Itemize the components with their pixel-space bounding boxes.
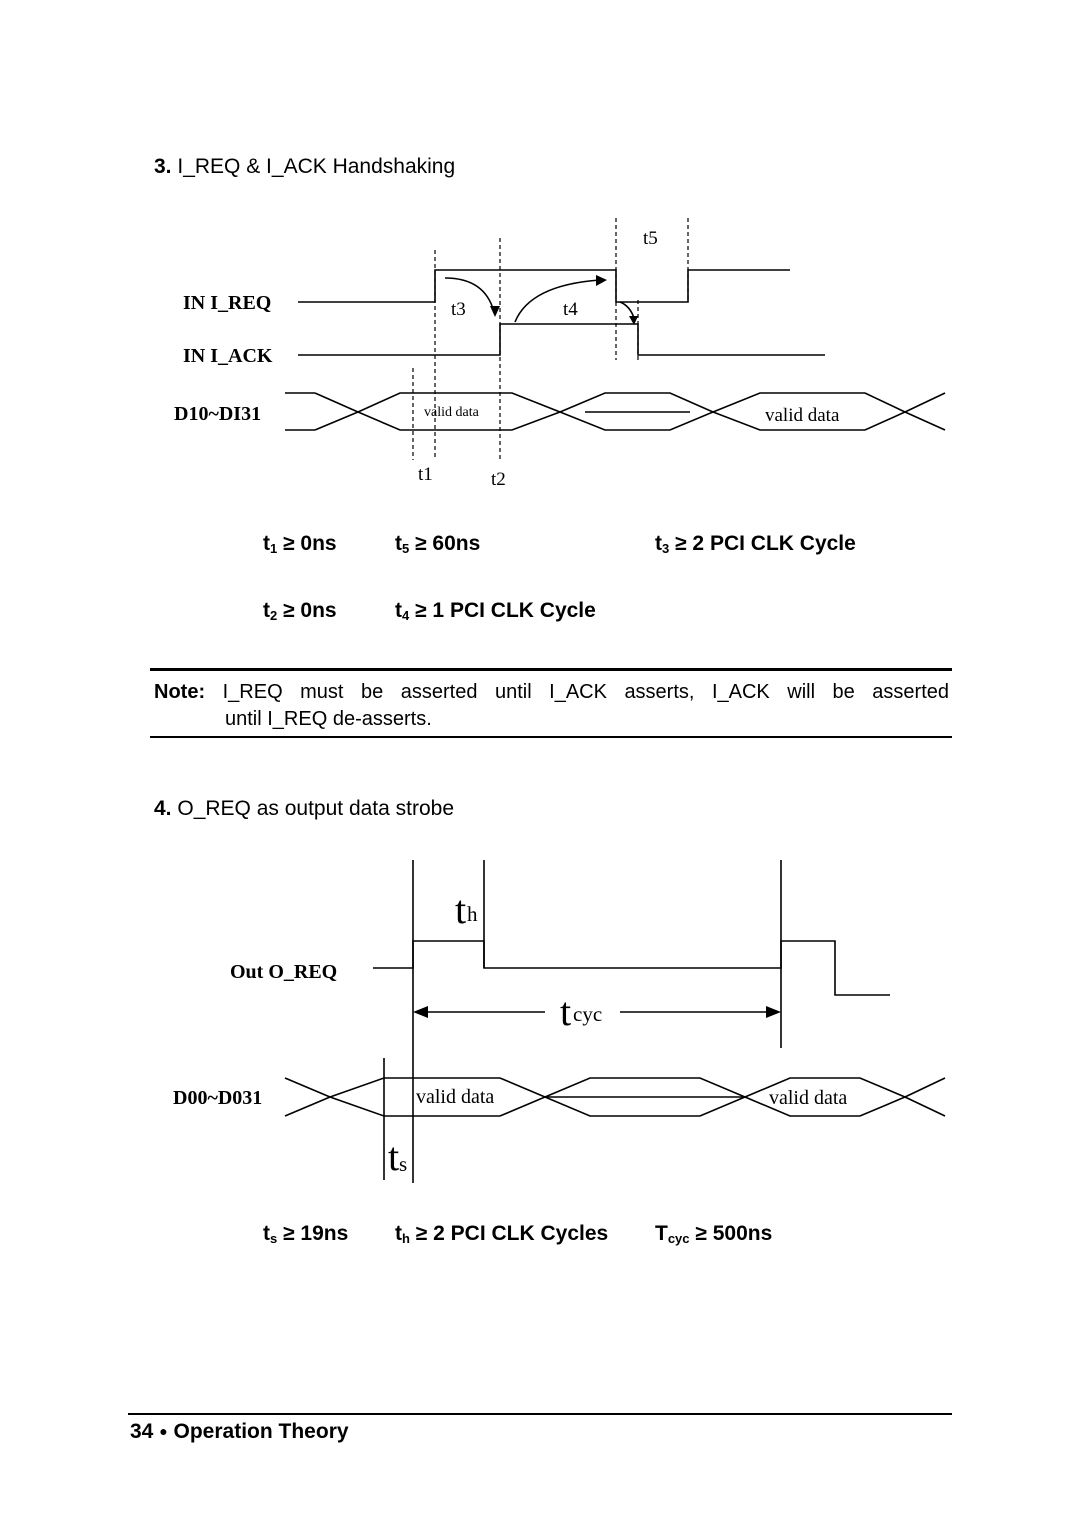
iack-waveform — [298, 323, 825, 356]
svg-text:t: t — [388, 1134, 399, 1179]
note-line1: I_REQ must be asserted until I_ACK asser… — [222, 681, 949, 703]
param-t3: t3 ≥ 2 PCI CLK Cycle — [655, 532, 856, 556]
ts-label: t s — [388, 1134, 407, 1179]
tcyc-label: t cyc — [560, 989, 602, 1034]
note-box: Note: I_REQ must be asserted until I_ACK… — [154, 679, 949, 733]
tcyc-arrowhead-right — [766, 1006, 781, 1018]
data-label-1: valid data — [424, 405, 480, 420]
footer-rule — [128, 1413, 952, 1415]
data-bus-waveform — [285, 392, 946, 431]
t4-arrow — [514, 279, 601, 323]
section3-title: I_REQ & I_ACK Handshaking — [177, 155, 456, 178]
note-top-rule — [150, 668, 952, 671]
handshake-timing-diagram: IN I_REQ IN I_ACK D10~DI31 valid data va… — [174, 218, 946, 490]
note-label: Note: — [154, 681, 206, 703]
svg-text:t: t — [560, 989, 571, 1034]
footer-section-title: Operation Theory — [173, 1420, 349, 1443]
note-bottom-rule — [150, 736, 952, 738]
oreq-label: Out O_REQ — [230, 961, 337, 983]
oreq-waveform — [373, 940, 890, 996]
page-number: 34 — [130, 1420, 154, 1443]
t1-label: t1 — [418, 464, 433, 485]
data-label-2: valid data — [765, 405, 840, 426]
t4-label: t4 — [563, 299, 578, 320]
data-label-3: valid data — [416, 1086, 494, 1108]
param-t1: t1 ≥ 0ns — [263, 532, 337, 556]
data-bus-waveform-2 — [284, 1077, 946, 1117]
t5-label: t5 — [643, 228, 658, 249]
data-bus-label-2: D00~D031 — [173, 1087, 262, 1109]
ireq-waveform — [298, 269, 790, 303]
section4-number: 4. — [154, 797, 172, 820]
t5-arrow — [619, 301, 635, 319]
ireq-label: IN I_REQ — [183, 292, 271, 314]
note-line2: until I_REQ de-asserts. — [225, 708, 432, 730]
section3-number: 3. — [154, 155, 172, 178]
svg-text:cyc: cyc — [573, 1002, 602, 1026]
param-tcyc: Tcyc ≥ 500ns — [655, 1222, 773, 1246]
data-bus-label: D10~DI31 — [174, 403, 261, 425]
footer: 34 ● Operation Theory — [130, 1420, 349, 1444]
t3-arrowhead — [490, 306, 500, 317]
tcyc-arrowhead-left — [413, 1006, 428, 1018]
th-label: t h — [455, 887, 478, 932]
section3-heading: 3. I_REQ & I_ACK Handshaking — [154, 155, 455, 179]
timing-markers — [412, 218, 689, 460]
bullet-icon: ● — [159, 1423, 168, 1439]
section4-title: O_REQ as output data strobe — [177, 797, 455, 820]
param-t5: t5 ≥ 60ns — [395, 532, 481, 556]
iack-label: IN I_ACK — [183, 345, 273, 367]
param-ts: ts ≥ 19ns — [263, 1222, 349, 1246]
param-t2: t2 ≥ 0ns — [263, 599, 337, 623]
data-label-4: valid data — [769, 1087, 847, 1109]
t2-label: t2 — [491, 469, 506, 490]
svg-text:h: h — [467, 902, 478, 926]
section4-heading: 4. O_REQ as output data strobe — [154, 797, 454, 821]
param-th: th ≥ 2 PCI CLK Cycles — [395, 1222, 609, 1246]
t5-arrowhead — [629, 316, 638, 325]
svg-text:t: t — [455, 887, 466, 932]
t4-arrowhead — [596, 275, 607, 286]
svg-text:s: s — [399, 1152, 407, 1176]
param-t4: t4 ≥ 1 PCI CLK Cycle — [395, 599, 596, 623]
strobe-timing-diagram: Out O_REQ D00~D031 valid data valid data… — [173, 860, 946, 1183]
t3-label: t3 — [451, 299, 466, 320]
